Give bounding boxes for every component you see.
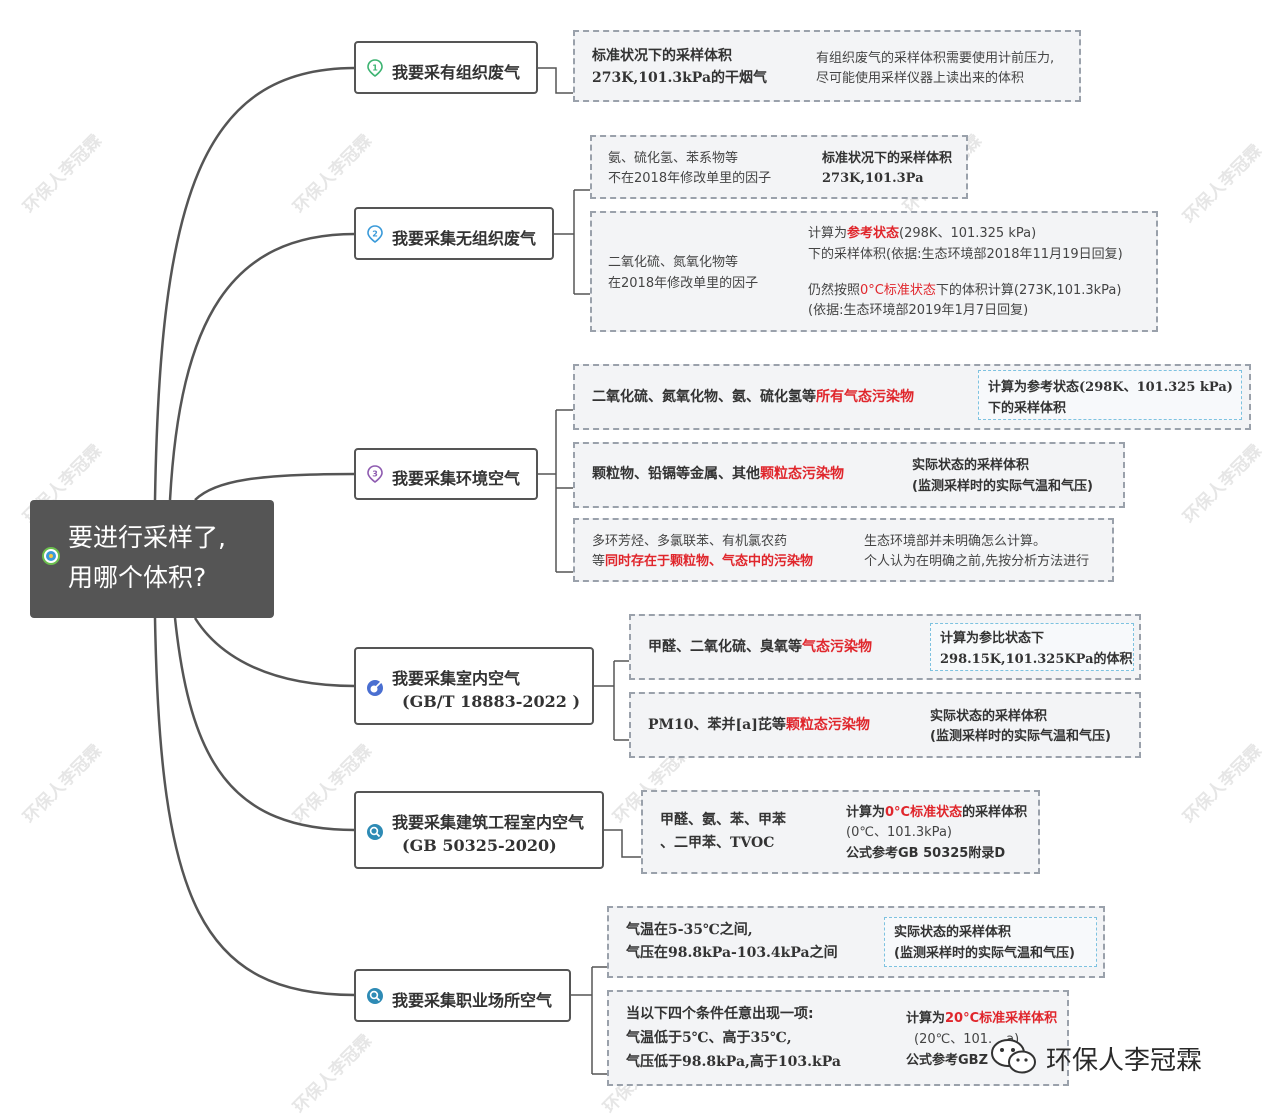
leaf-text: 气压低于98.8kPa,高于103.kPa xyxy=(626,1054,841,1070)
leaf-note: 尽可能使用采样仪器上读出来的体积 xyxy=(816,71,1025,86)
search-icon xyxy=(367,988,383,1004)
branch-indoor-air[interactable]: 我要采集室内空气 (GB/T 18883-2022 ) xyxy=(354,647,594,725)
leaf-fugitive-amended xyxy=(590,211,1158,332)
leaf-text: 等同时存在于颗粒物、气态中的污染物 xyxy=(592,554,814,569)
leaf-note: 计算为20°C标准采样体积 xyxy=(906,1011,1058,1026)
leaf-note: (监测采样时的实际气温和气压) xyxy=(930,729,1111,744)
leaf-note: 标准状况下的采样体积 xyxy=(822,151,953,166)
leaf-text: 273K,101.3kPa的干烟气 xyxy=(592,70,768,86)
leaf-ambient-mixed xyxy=(573,518,1114,582)
target-icon xyxy=(42,547,60,565)
svg-text:3: 3 xyxy=(372,470,378,479)
branch-building-indoor-air[interactable]: 我要采集建筑工程室内空气 (GB 50325-2020) xyxy=(354,791,604,869)
leaf-text: PM10、苯并[a]芘等颗粒态污染物 xyxy=(648,717,870,733)
branch-subtitle: (GB 50325-2020) xyxy=(402,836,557,855)
branch-title: 我要采集环境空气 xyxy=(392,469,521,488)
leaf-text: 二氧化硫、氮氧化物等 xyxy=(608,255,739,270)
leaf-note: (依据:生态环境部2019年1月7日回复) xyxy=(808,303,1029,318)
leaf-note: 下的采样体积 xyxy=(988,401,1067,416)
leaf-text: 颗粒物、铅镉等金属、其他颗粒态污染物 xyxy=(592,466,844,482)
leaf-building-indoor xyxy=(641,790,1040,874)
leaf-note: (监测采样时的实际气温和气压) xyxy=(912,479,1093,494)
leaf-note: 仍然按照0°C标准状态下的体积计算(273K,101.3kPa) xyxy=(808,283,1122,298)
leaf-note: (0℃、101.3kPa) xyxy=(846,825,952,840)
leaf-text: 甲醛、氨、苯、甲苯 xyxy=(660,812,786,828)
leaf-note: 生态环境部并未明确怎么计算。 xyxy=(864,534,1047,549)
marker-3-icon: 3 xyxy=(367,465,383,483)
marker-2-icon: 2 xyxy=(367,225,383,243)
leaf-text: 气温在5-35℃之间, xyxy=(626,922,753,938)
branch-workplace-air[interactable]: 我要采集职业场所空气 xyxy=(354,969,571,1022)
leaf-note: 298.15K,101.325KPa的体积 xyxy=(940,652,1133,667)
leaf-note: 实际状态的采样体积 xyxy=(930,709,1048,724)
leaf-fugitive-non-amended xyxy=(590,135,968,199)
leaf-text: 多环芳烃、多氯联苯、有机氯农药 xyxy=(592,534,788,549)
root-title: 要进行采样了, 用哪个体积? xyxy=(68,523,226,592)
branch-title: 我要采有组织废气 xyxy=(392,63,521,82)
branch-ambient-air[interactable]: 3 我要采集环境空气 xyxy=(354,448,538,500)
marker-1-icon: 1 xyxy=(367,59,383,77)
branch-title: 我要采集职业场所空气 xyxy=(392,991,553,1010)
search-icon xyxy=(367,824,383,840)
leaf-organized-volume xyxy=(573,30,1081,102)
branch-subtitle: (GB/T 18883-2022 ) xyxy=(402,692,581,711)
leaf-note-box xyxy=(884,917,1097,967)
leaf-ambient-particulate xyxy=(573,442,1125,508)
leaf-text: 标准状况下的采样体积 xyxy=(592,48,732,64)
leaf-text: 氨、硫化氢、苯系物等 xyxy=(608,151,739,166)
branch-title: 我要采集室内空气 xyxy=(392,669,521,688)
logo-text: 环保人李冠霖 xyxy=(1046,1046,1203,1076)
leaf-text: 气温低于5℃、高于35℃, xyxy=(626,1030,792,1046)
leaf-text: 不在2018年修改单里的因子 xyxy=(608,171,772,186)
leaf-note: (监测采样时的实际气温和气压) xyxy=(894,946,1075,961)
branch-organized-exhaust[interactable]: 1 我要采有组织废气 xyxy=(354,41,538,94)
leaf-note: 公式参考GB 50325附录D xyxy=(846,846,1006,861)
leaf-note: 计算为0°C标准状态的采样体积 xyxy=(846,805,1028,820)
leaf-text: 当以下四个条件任意出现一项: xyxy=(626,1006,814,1022)
svg-text:2: 2 xyxy=(372,230,378,239)
branch-title: 我要采集建筑工程室内空气 xyxy=(392,813,585,832)
leaf-note: 计算为参比状态下 xyxy=(940,631,1045,646)
leaf-workplace-abnormal xyxy=(607,990,1069,1086)
root-node[interactable] xyxy=(30,500,274,618)
leaf-indoor-particulate xyxy=(629,692,1141,758)
leaf-note: 实际状态的采样体积 xyxy=(894,925,1012,940)
leaf-note-box xyxy=(930,623,1134,671)
leaf-note: 公式参考GBZ xyxy=(906,1053,989,1068)
svg-text:1: 1 xyxy=(372,64,378,73)
leaf-note: 下的采样体积(依据:生态环境部2018年11月19日回复) xyxy=(808,247,1123,262)
leaf-note-box xyxy=(978,370,1242,420)
leaf-text: 甲醛、二氧化硫、臭氧等气态污染物 xyxy=(648,639,872,655)
leaf-text: 、二甲苯、TVOC xyxy=(660,835,775,851)
leaf-note: 有组织废气的采样体积需要使用计前压力, xyxy=(816,51,1055,66)
branch-fugitive-exhaust[interactable]: 2 我要采集无组织废气 xyxy=(354,207,554,260)
satellite-dish-icon xyxy=(367,680,383,696)
branch-title: 我要采集无组织废气 xyxy=(392,229,537,248)
leaf-note: 273K,101.3Pa xyxy=(822,171,924,186)
leaf-note: 个人认为在明确之前,先按分析方法进行 xyxy=(864,554,1090,569)
leaf-note: 计算为参考状态(298K、101.325 kPa) xyxy=(988,380,1233,395)
leaf-note: 实际状态的采样体积 xyxy=(912,458,1030,473)
leaf-text: 在2018年修改单里的因子 xyxy=(608,276,759,291)
leaf-note: 计算为参考状态(298K、101.325 kPa) xyxy=(808,226,1037,241)
leaf-text: 气压在98.8kPa-103.4kPa之间 xyxy=(626,945,838,961)
wechat-icon xyxy=(991,1039,1036,1074)
leaf-text: 二氧化硫、氮氧化物、氨、硫化氢等所有气态污染物 xyxy=(592,389,914,405)
